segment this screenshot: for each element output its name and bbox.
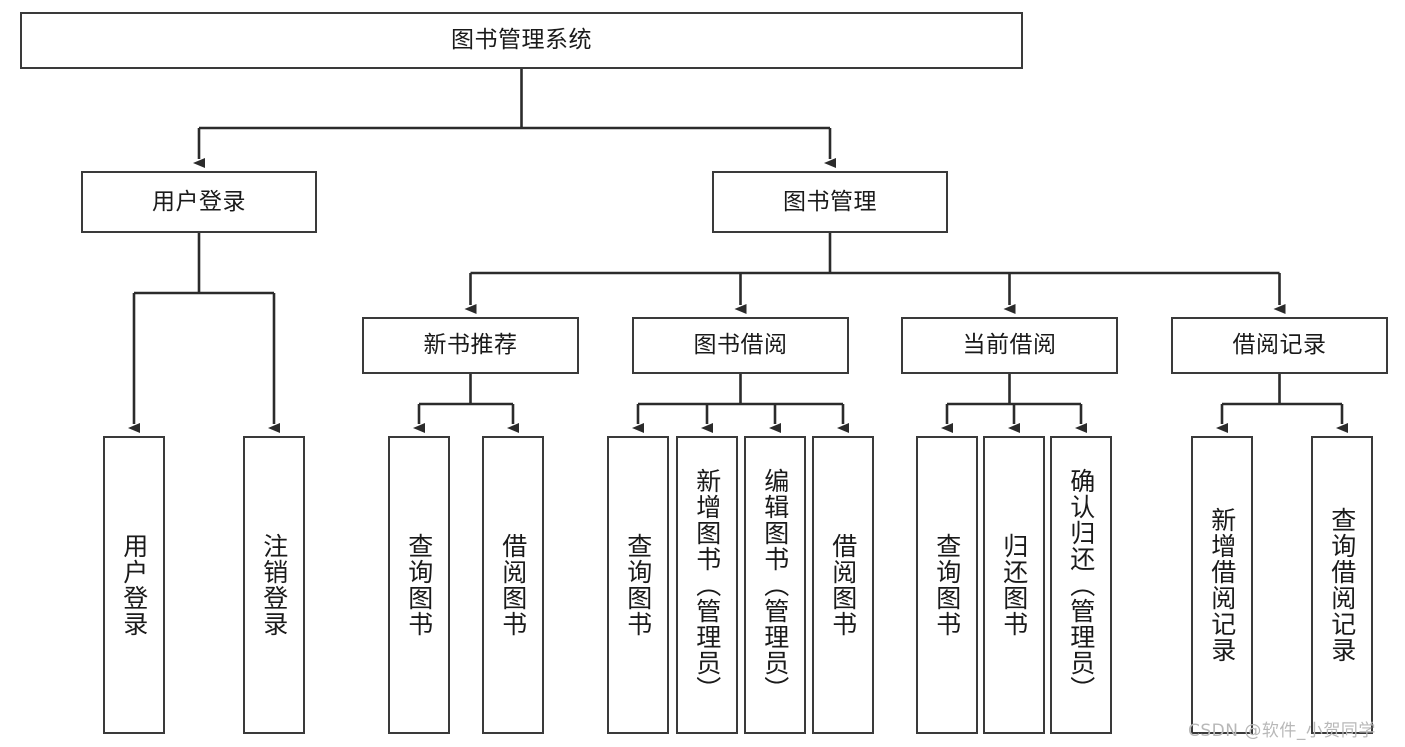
node-label: 注销登录 [259,533,289,637]
node-label: 借阅图书 [498,533,528,637]
node-leaf-add-book-admin[interactable]: 新增图书（管理员） [676,436,738,734]
node-label: 查询图书 [404,533,434,637]
node-label: 查询图书 [932,533,962,637]
node-label: 图书管理 [783,188,877,215]
node-label: 归还图书 [999,533,1029,637]
node-label: 编辑图书（管理员） [760,468,790,702]
node-leaf-add-borrow-record[interactable]: 新增借阅记录 [1191,436,1253,734]
node-leaf-confirm-return-admin[interactable]: 确认归还（管理员） [1050,436,1112,734]
watermark: CSDN @软件_小贺同学 [1188,721,1376,741]
node-label: 确认归还（管理员） [1066,468,1096,702]
node-label: 查询图书 [623,533,653,637]
node-leaf-query-book-3[interactable]: 查询图书 [916,436,978,734]
node-leaf-query-book-2[interactable]: 查询图书 [607,436,669,734]
node-leaf-user-login[interactable]: 用户登录 [103,436,165,734]
node-leaf-query-borrow-record[interactable]: 查询借阅记录 [1311,436,1373,734]
node-label: 借阅图书 [828,533,858,637]
node-leaf-return-book[interactable]: 归还图书 [983,436,1045,734]
node-new-book-recommend[interactable]: 新书推荐 [362,317,579,374]
node-label: 借阅记录 [1232,332,1327,359]
node-borrow-record[interactable]: 借阅记录 [1171,317,1388,374]
node-label: 当前借阅 [962,332,1057,359]
node-label: 图书借阅 [693,332,788,359]
node-leaf-logout-login[interactable]: 注销登录 [243,436,305,734]
node-label: 图书管理系统 [451,27,592,54]
node-root[interactable]: 图书管理系统 [20,12,1023,69]
node-leaf-query-book-1[interactable]: 查询图书 [388,436,450,734]
node-leaf-borrow-book-2[interactable]: 借阅图书 [812,436,874,734]
node-leaf-borrow-book-1[interactable]: 借阅图书 [482,436,544,734]
node-book-manage[interactable]: 图书管理 [712,171,948,233]
node-label: 查询借阅记录 [1327,507,1357,663]
node-leaf-edit-book-admin[interactable]: 编辑图书（管理员） [744,436,806,734]
node-label: 新书推荐 [423,332,518,359]
node-label: 新增图书（管理员） [692,468,722,702]
node-book-borrow[interactable]: 图书借阅 [632,317,849,374]
node-label: 用户登录 [119,533,149,637]
node-current-borrow[interactable]: 当前借阅 [901,317,1118,374]
node-user-login[interactable]: 用户登录 [81,171,317,233]
node-label: 新增借阅记录 [1207,507,1237,663]
node-label: 用户登录 [152,188,246,215]
